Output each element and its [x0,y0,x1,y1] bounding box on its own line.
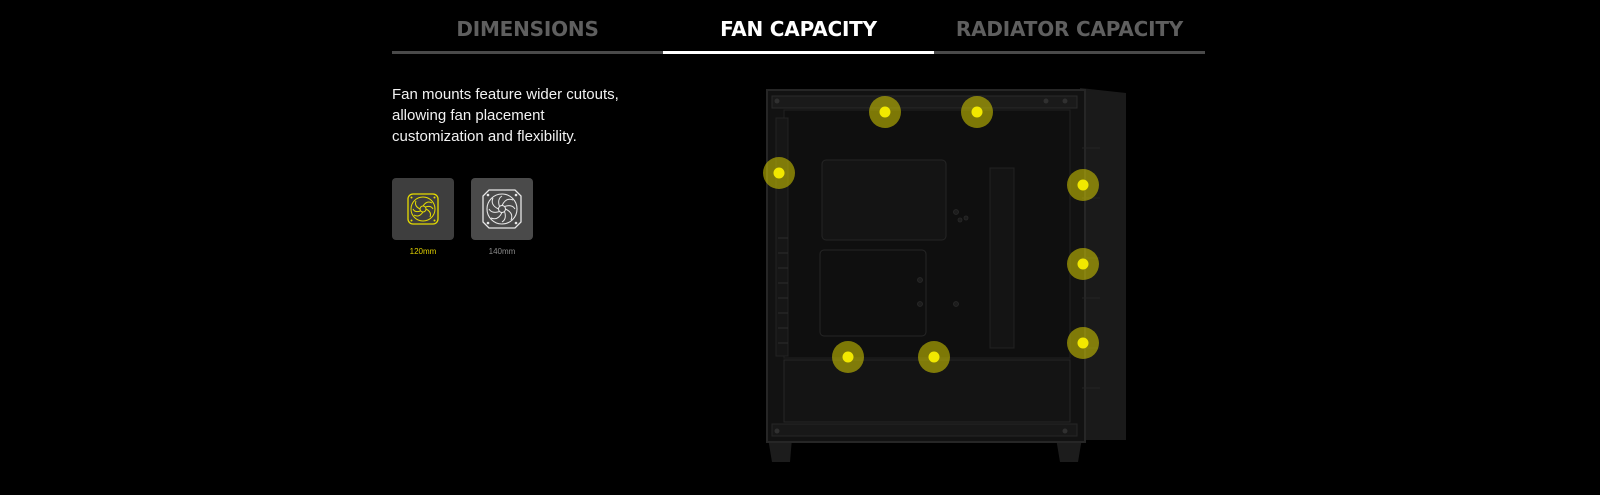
tab-radiator-capacity-label: RADIATOR CAPACITY [955,17,1184,41]
mount-marker-front-lower[interactable] [1067,327,1099,359]
case-cutout-cpu [819,249,927,337]
tab-dimensions-label: DIMENSIONS [456,17,599,41]
case-top-rail [771,95,1078,109]
fan-capacity-description: Fan mounts feature wider cutouts, allowi… [392,86,619,145]
pc-case-image [766,88,1126,462]
fan-option-120mm[interactable]: 120mm [392,178,454,256]
tab-fan-capacity-label: FAN CAPACITY [720,17,877,41]
fan-option-140mm[interactable]: 140mm [471,178,533,256]
case-cable-channel [989,167,1015,349]
fan-option-120mm-label: 120mm [409,247,437,256]
fan-option-120mm-box [392,178,454,240]
case-bottom-rail [771,423,1078,437]
mount-marker-bottom-front[interactable] [832,341,864,373]
case-foot-front [1056,438,1082,462]
tab-radiator-capacity[interactable]: RADIATOR CAPACITY [934,0,1205,54]
mount-marker-front-middle[interactable] [1067,248,1099,280]
mount-marker-bottom-rear[interactable] [918,341,950,373]
case-foot-rear [768,438,792,462]
mount-marker-top-rear[interactable] [961,96,993,128]
fan-option-140mm-box [471,178,533,240]
tab-dimensions[interactable]: DIMENSIONS [392,0,663,54]
mount-marker-rear[interactable] [763,157,795,189]
tab-fan-capacity[interactable]: FAN CAPACITY [663,0,934,54]
fan-icon [407,193,439,225]
tab-bar: DIMENSIONS FAN CAPACITY RADIATOR CAPACIT… [392,0,1205,54]
fan-icon [482,189,522,229]
case-rear-io [775,117,789,357]
mount-marker-top-front[interactable] [869,96,901,128]
mount-marker-front-upper[interactable] [1067,169,1099,201]
case-cutout-upper [821,159,947,241]
fan-option-140mm-label: 140mm [488,247,516,256]
